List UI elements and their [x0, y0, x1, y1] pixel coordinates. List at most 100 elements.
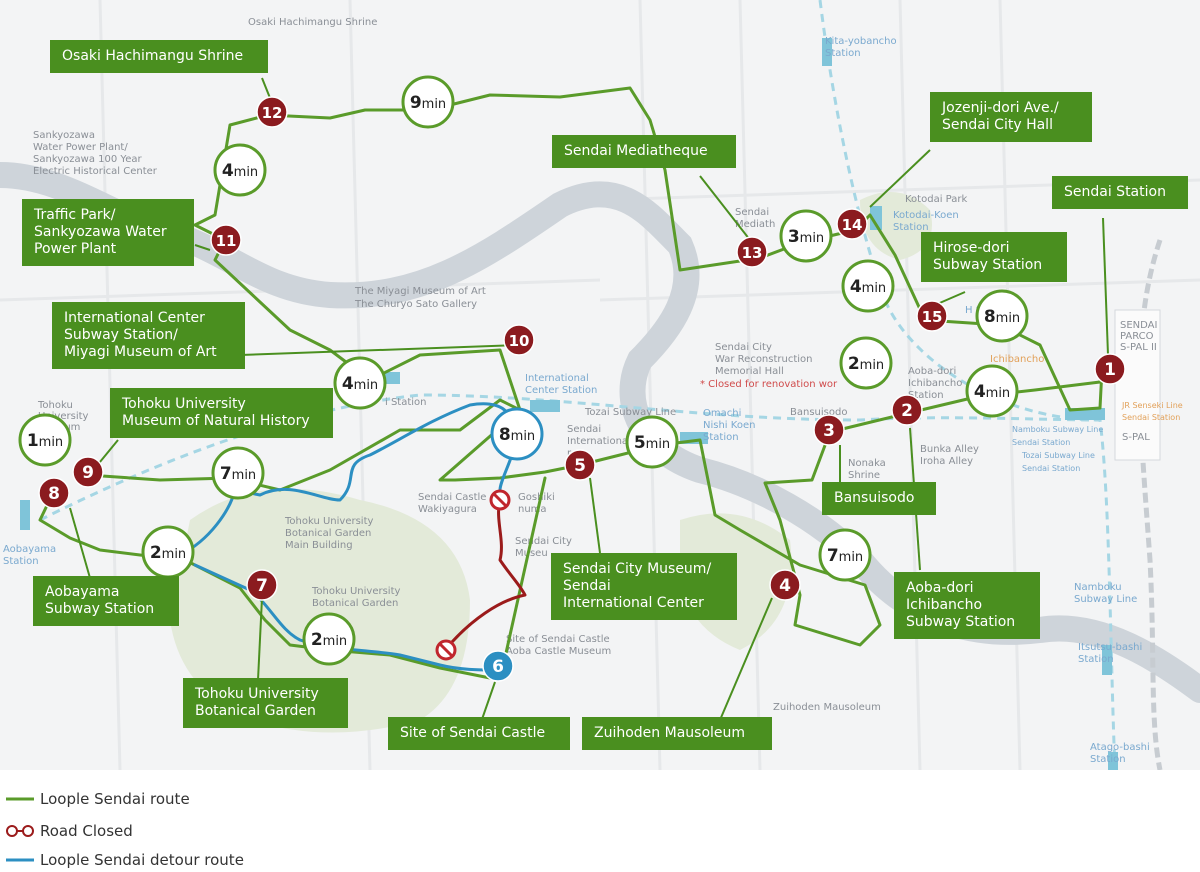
travel-time-label: 7min [220, 464, 256, 484]
stop-marker-15[interactable]: 15 [916, 300, 948, 332]
legend-detour-swatch [6, 858, 34, 862]
stop-marker-11[interactable]: 11 [210, 224, 242, 256]
callout-stop-10[interactable]: International Center Subway Station/ Miy… [52, 302, 245, 369]
legend-route-swatch [6, 797, 34, 801]
callout-stop-7[interactable]: Tohoku University Botanical Garden [183, 678, 348, 728]
stop-marker-1[interactable]: 1 [1094, 353, 1126, 385]
travel-time-circle [965, 364, 1019, 418]
travel-time-label: 4min [974, 382, 1010, 402]
stop-marker-4[interactable]: 4 [769, 569, 801, 601]
stop-number: 3 [823, 421, 835, 441]
travel-time-label: 2min [848, 354, 884, 374]
stop-number: 11 [216, 232, 237, 250]
travel-time-circle [302, 612, 356, 666]
travel-time-label: 5min [634, 433, 670, 453]
travel-time-circle [211, 446, 265, 500]
travel-time-label: 9min [410, 93, 446, 113]
stop-circle [1094, 353, 1126, 385]
callout-stop-11[interactable]: Traffic Park/ Sankyozawa Water Power Pla… [22, 199, 194, 266]
road-closed-symbols [435, 489, 511, 661]
callout-stop-2[interactable]: Aoba-dori Ichibancho Subway Station [894, 572, 1040, 639]
travel-time-badge: 2min [141, 525, 195, 579]
callout-stop-4[interactable]: Zuihoden Mausoleum [582, 717, 772, 750]
road-closed-icon [435, 639, 457, 661]
travel-time-circle [841, 259, 895, 313]
callout-stop-3[interactable]: Bansuisodo [822, 482, 936, 515]
travel-time-label: 7min [827, 546, 863, 566]
travel-time-badge: 8min [490, 407, 544, 461]
travel-time-badge: 2min [839, 336, 893, 390]
stop-marker-8[interactable]: 8 [38, 477, 70, 509]
callout-stop-9[interactable]: Tohoku University Museum of Natural Hist… [110, 388, 333, 438]
stop-circle [891, 394, 923, 426]
stop-circle [210, 224, 242, 256]
subway-lines [39, 0, 1117, 770]
travel-time-circle [975, 289, 1029, 343]
map-label-osaki: Osaki Hachimangu Shrine [248, 17, 377, 28]
stop-number: 7 [256, 576, 268, 596]
stop-marker-9[interactable]: 9 [72, 456, 104, 488]
stop-marker-2[interactable]: 2 [891, 394, 923, 426]
travel-time-circle [490, 407, 544, 461]
travel-time-label: 1min [27, 431, 63, 451]
stop-number: 2 [901, 401, 913, 421]
travel-time-circle [401, 75, 455, 129]
callout-leaders [69, 77, 1109, 726]
map-label-closed-note: * Closed for renovation wor [700, 379, 838, 390]
main-route-return [498, 476, 547, 682]
stop-marker-13[interactable]: 13 [736, 236, 768, 268]
callout-stop-12[interactable]: Osaki Hachimangu Shrine [50, 40, 268, 73]
stop-number: 4 [779, 576, 791, 596]
stop-circle [246, 569, 278, 601]
stop-circle [813, 414, 845, 446]
stop-number: 1 [1104, 360, 1116, 380]
travel-time-circle [625, 415, 679, 469]
map-label-station-fragment: i Station [385, 397, 427, 408]
callout-stop-8[interactable]: Aobayama Subway Station [33, 576, 179, 626]
stop-number: 5 [574, 456, 586, 476]
stop-marker-3[interactable]: 3 [813, 414, 845, 446]
map-label-spal: S-PAL [1122, 432, 1150, 443]
road-closed-icon [489, 489, 511, 511]
stop-marker-7[interactable]: 7 [246, 569, 278, 601]
stop-circle [836, 208, 868, 240]
stop-number: 12 [262, 104, 283, 122]
legend-label: Loople Sendai detour route [40, 851, 244, 869]
map-label-bansuisodo: Bansuisodo [790, 407, 847, 418]
stop-marker-6[interactable]: 6 [482, 650, 514, 682]
travel-time-circle [779, 209, 833, 263]
callout-stop-6[interactable]: Site of Sendai Castle [388, 717, 570, 750]
stop-marker-10[interactable]: 10 [503, 324, 535, 356]
legend-closed-swatch [6, 825, 34, 837]
stop-circle [769, 569, 801, 601]
callout-stop-5[interactable]: Sendai City Museum/ Sendai International… [551, 553, 737, 620]
callout-stop-13[interactable]: Sendai Mediatheque [552, 135, 736, 168]
map-label-kotodai-park: Kotodai Park [905, 194, 967, 205]
stop-circle [503, 324, 535, 356]
travel-time-label: 4min [222, 161, 258, 181]
stop-marker-5[interactable]: 5 [564, 449, 596, 481]
travel-time-badge: 7min [211, 446, 265, 500]
stop-marker-14[interactable]: 14 [836, 208, 868, 240]
legend-label: Road Closed [40, 822, 133, 840]
legend-label: Loople Sendai route [40, 790, 190, 808]
callout-stop-15[interactable]: Hirose-dori Subway Station [921, 232, 1067, 282]
travel-time-circle [18, 413, 72, 467]
callout-stop-1[interactable]: Sendai Station [1052, 176, 1188, 209]
stop-circle [256, 96, 288, 128]
callout-stop-14[interactable]: Jozenji-dori Ave./ Sendai City Hall [930, 92, 1092, 142]
travel-time-label: 3min [788, 227, 824, 247]
stop-marker-12[interactable]: 12 [256, 96, 288, 128]
travel-time-label: 8min [984, 307, 1020, 327]
